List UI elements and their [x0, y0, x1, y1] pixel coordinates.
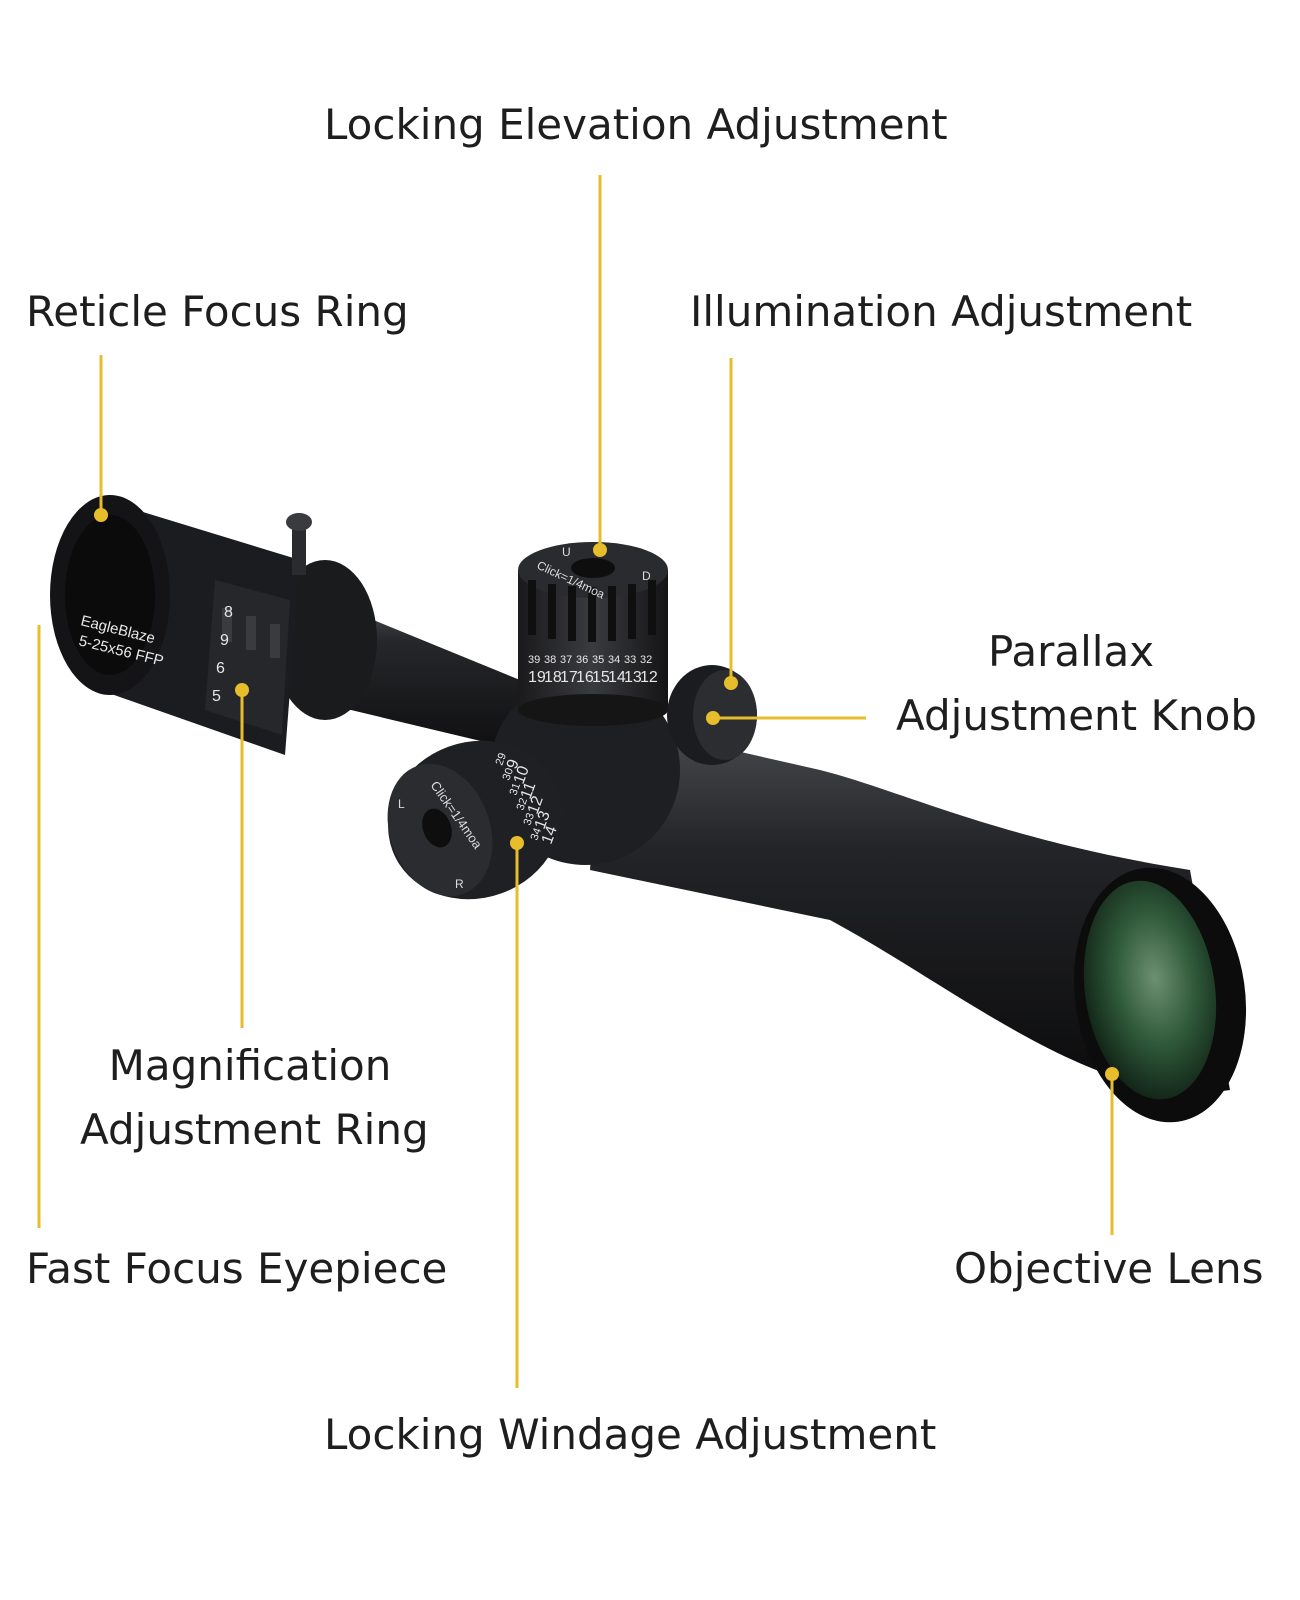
label-magnification-line-1: Magnification — [108, 1041, 392, 1090]
magnification-scale-number: 5 — [212, 688, 221, 705]
leader-dot — [94, 508, 108, 522]
label-locking-elevation-adjustment: Locking Elevation Adjustment — [324, 100, 948, 149]
label-fast-focus-eyepiece: Fast Focus Eyepiece — [26, 1244, 448, 1293]
elevation-scale-minor-number: 33 — [624, 654, 636, 666]
windage-right-marking: R — [455, 877, 464, 891]
windage-left-marking: L — [398, 797, 405, 811]
leader-dot — [706, 711, 720, 725]
elevation-scale-minor-number: 36 — [576, 654, 588, 666]
label-illumination-adjustment: Illumination Adjustment — [690, 287, 1193, 336]
leader-dot — [510, 836, 524, 850]
windage-scale-major-number: 13 — [532, 809, 554, 832]
windage-scale-minor-number: 31 — [508, 781, 523, 797]
leader-dot — [235, 683, 249, 697]
magnification-scale-number: 6 — [216, 660, 225, 677]
elevation-scale-major-number: 15 — [592, 669, 610, 686]
objective-bell — [590, 720, 1230, 1093]
elevation-scale-minor-number: 39 — [528, 654, 540, 666]
windage-scale-major-number: 14 — [539, 824, 561, 847]
elevation-up-marking: U — [562, 545, 571, 559]
leader-dot — [724, 676, 738, 690]
label-reticle-focus-ring: Reticle Focus Ring — [26, 287, 409, 336]
windage-scale-major-number: 10 — [511, 764, 533, 787]
windage-scale-minor-number: 32 — [515, 796, 530, 812]
eyepiece-assembly — [50, 495, 377, 755]
elevation-scale-major-number: 13 — [624, 669, 642, 686]
magnification-scale-numbers: 8 9 6 5 — [212, 604, 233, 705]
windage-scale-major-number: 12 — [525, 794, 547, 817]
elevation-scale-major-number: 18 — [544, 669, 562, 686]
label-magnification-line-2: Adjustment Ring — [80, 1105, 429, 1154]
elevation-scale-minor-number: 38 — [544, 654, 556, 666]
elevation-scale-major-number: 14 — [608, 669, 626, 686]
leader-lines — [37, 175, 1114, 1388]
elevation-scale-major-number: 17 — [560, 669, 578, 686]
label-objective-lens: Objective Lens — [954, 1244, 1264, 1293]
elevation-scale-minor-number: 37 — [560, 654, 572, 666]
windage-scale-minor-number: 29 — [494, 751, 509, 767]
label-locking-windage-adjustment: Locking Windage Adjustment — [324, 1410, 937, 1459]
leader-dots — [94, 508, 1119, 1081]
leader-dot — [1105, 1067, 1119, 1081]
label-magnification-adjustment-ring: Magnification Adjustment Ring — [80, 1034, 429, 1162]
objective-lens-glass — [1083, 880, 1217, 1100]
windage-scale-minor-number: 33 — [522, 811, 537, 827]
magnification-ring-ribs — [222, 608, 280, 658]
elevation-down-marking: D — [642, 569, 651, 583]
elevation-scale-minor-number: 35 — [592, 654, 604, 666]
elevation-turret — [518, 542, 668, 726]
label-parallax-adjustment-knob: Parallax Adjustment Knob — [896, 620, 1257, 748]
elevation-scale-major-number: 12 — [640, 669, 658, 686]
leader-dot — [593, 543, 607, 557]
illumination-post — [292, 525, 306, 575]
label-parallax-line-2: Adjustment Knob — [896, 691, 1257, 740]
windage-scale-minor-number: 30 — [501, 766, 516, 782]
magnification-scale-number: 8 — [224, 604, 233, 621]
windage-scale-major-number: 11 — [518, 780, 540, 802]
elevation-scale-minor-number: 34 — [608, 654, 620, 666]
elevation-scale-major-number: 16 — [576, 669, 594, 686]
windage-scale-minor-number: 34 — [529, 826, 544, 842]
elevation-scale-minor-number: 32 — [640, 654, 652, 666]
label-parallax-line-1: Parallax — [987, 627, 1155, 676]
elevation-scale-major-number: 19 — [528, 669, 546, 686]
magnification-scale-number: 9 — [220, 632, 229, 649]
